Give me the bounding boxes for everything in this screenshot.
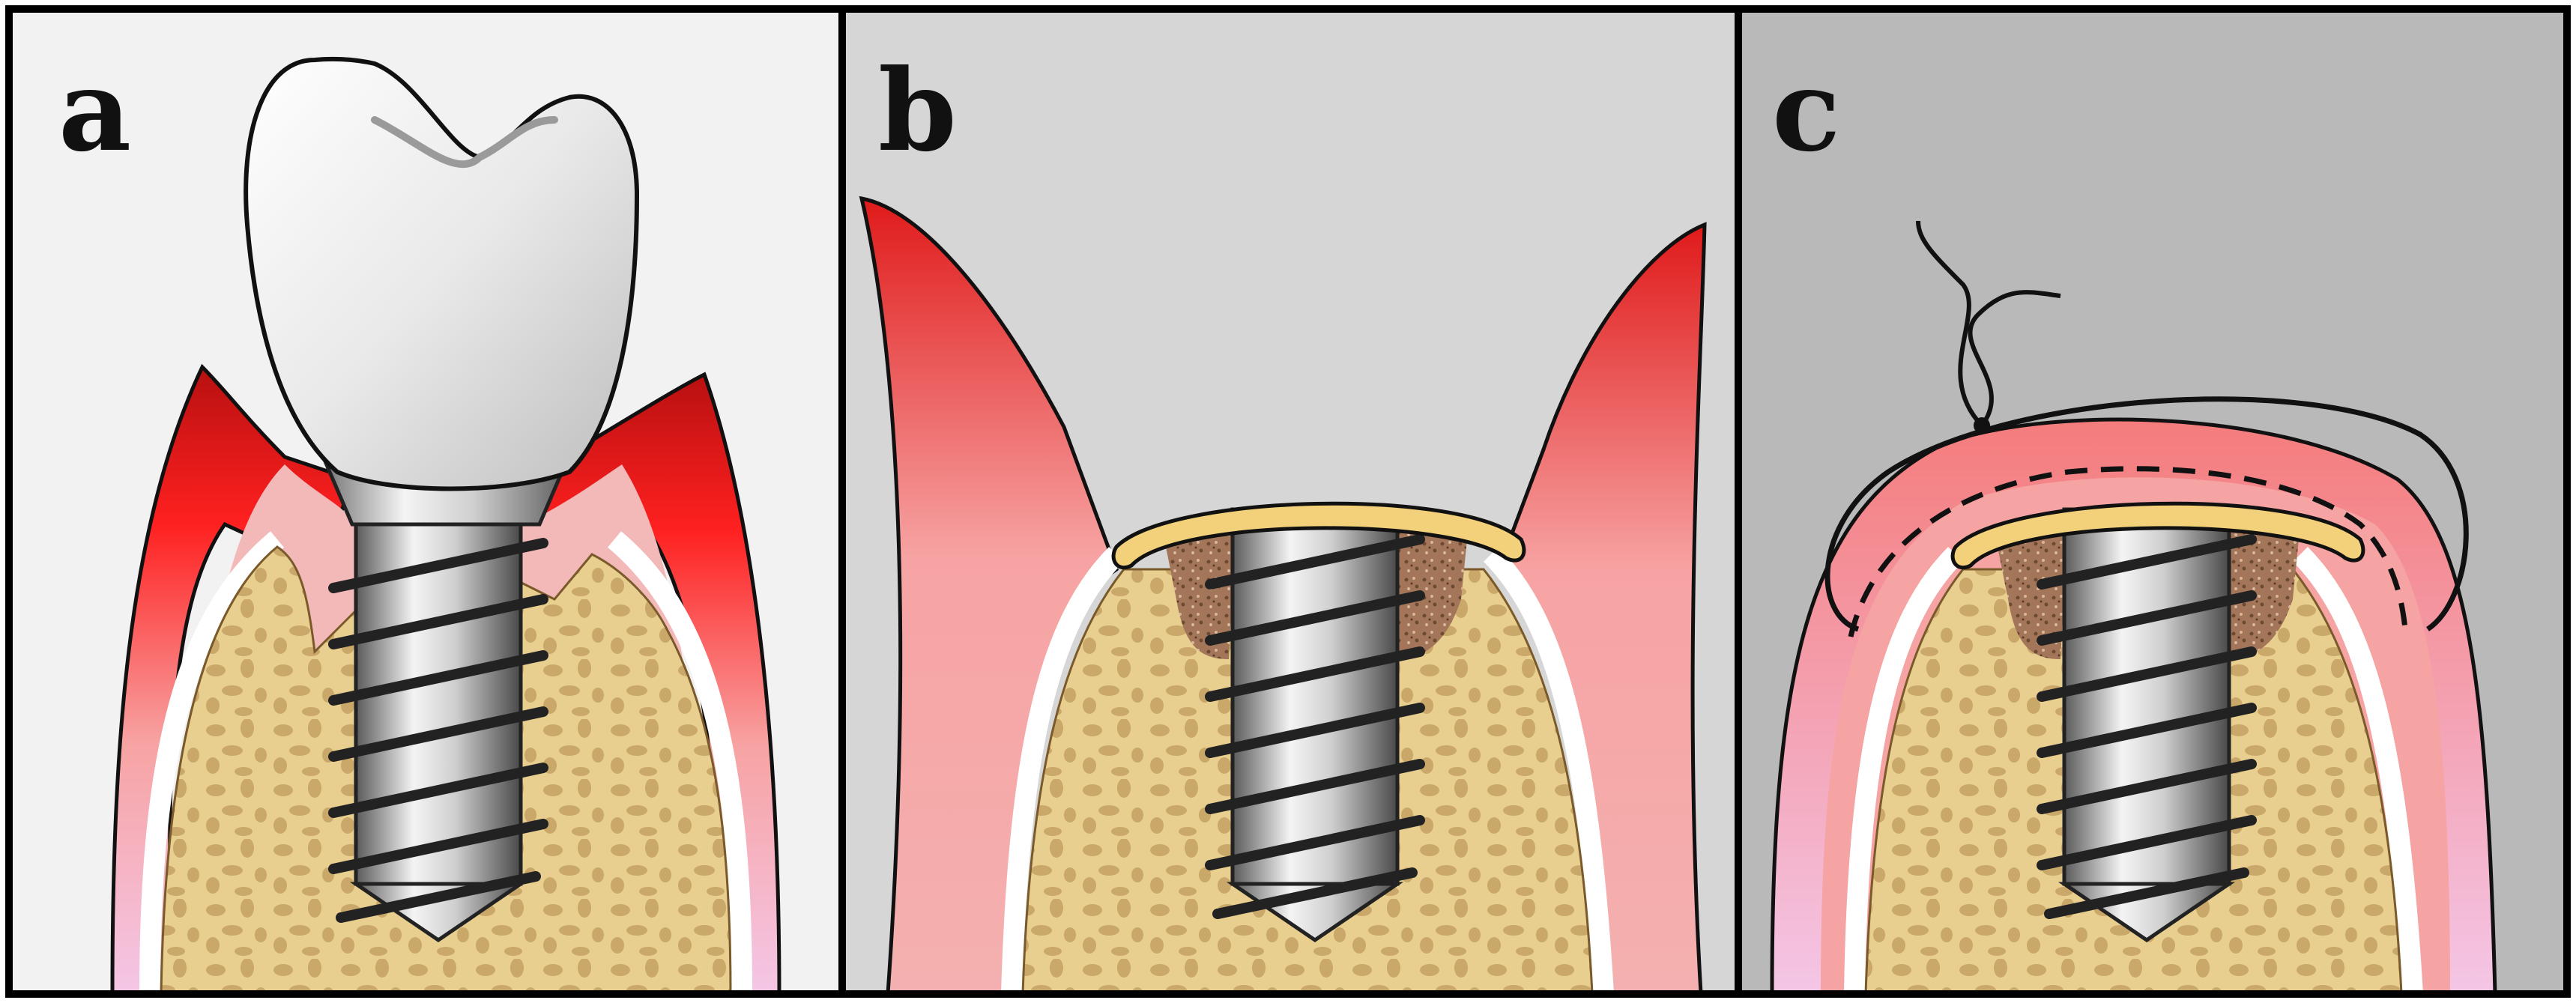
- suture-tail-1: [1916, 220, 1984, 428]
- cortical-bone-left-c: [1844, 547, 1963, 993]
- panel-c-label: c: [1772, 45, 1840, 177]
- panel-a: a: [10, 10, 842, 993]
- bone-graft-right-c: [2225, 517, 2300, 659]
- membrane-c: [1950, 501, 2365, 569]
- panel-c: c: [1738, 10, 2566, 993]
- crown-highlight: [371, 116, 558, 169]
- panel-borders: [5, 5, 2571, 998]
- panel-a-label: a: [58, 45, 131, 177]
- suture-tail-2: [1968, 290, 2061, 427]
- cortical-bone-right-c: [2293, 547, 2423, 993]
- cortical-bone-left: [139, 531, 284, 993]
- implant-c: [2037, 507, 2257, 943]
- cortical-bone-right: [608, 531, 752, 993]
- cortical-bone-left-b: [1001, 547, 1124, 993]
- implant-a: [328, 522, 548, 943]
- membrane-b: [1111, 501, 1526, 569]
- suture-loop: [1824, 396, 2469, 632]
- cortical-bone-right-b: [1484, 547, 1614, 993]
- crown: [244, 56, 640, 491]
- bone-graft-left-b: [1161, 517, 1236, 659]
- implant-b: [1205, 507, 1425, 943]
- panel-b-label: b: [878, 45, 957, 177]
- flap-dashed-line: [1848, 466, 2408, 637]
- panel-b: b: [842, 10, 1738, 993]
- bone-graft-right-b: [1394, 517, 1469, 659]
- bone-graft-left-c: [1993, 517, 2068, 659]
